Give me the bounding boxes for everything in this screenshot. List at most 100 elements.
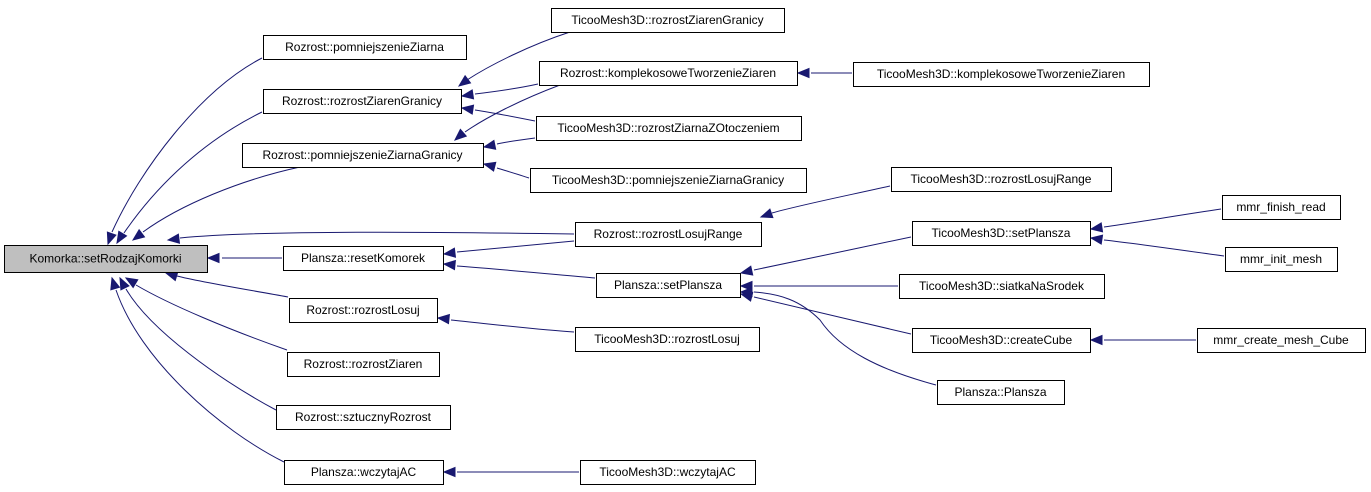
edge-f3-to-r5: [1089, 334, 1196, 346]
nodes-layer: Komorka::setRodzajKomorki Rozrost::pomnie…: [4, 8, 1366, 485]
edge-n4-to-root: [206, 252, 282, 264]
graph-node[interactable]: TicooMesh3D::setPlansza: [912, 221, 1091, 246]
node-label: Komorka::setRodzajKomorki: [29, 252, 181, 266]
node-box: [899, 274, 1105, 299]
graph-node[interactable]: TicooMesh3D::pomniejszenieZiarnaGranicy: [530, 168, 807, 193]
node-label: Rozrost::komplekosoweTworzenieZiaren: [560, 66, 776, 80]
graph-node[interactable]: Rozrost::pomniejszenieZiarna: [263, 35, 467, 60]
edge-r2-to-m5: [759, 185, 891, 219]
node-box: [4, 245, 208, 273]
edge-n2-to-root: [116, 111, 263, 245]
graph-node[interactable]: TicooMesh3D::rozrostLosuj: [575, 327, 760, 352]
node-box: [551, 8, 785, 33]
graph-node[interactable]: Rozrost::rozrostLosuj: [289, 298, 438, 323]
edge-line: [179, 231, 575, 239]
arrowhead-icon: [460, 89, 475, 100]
graph-node[interactable]: TicooMesh3D::komplekosoweTworzenieZiaren: [853, 62, 1150, 87]
edge-line: [1103, 239, 1225, 257]
edge-m5-to-root: [166, 231, 575, 244]
edge-n1-to-root: [106, 57, 263, 246]
node-label: TicooMesh3D::createCube: [930, 333, 1073, 347]
arrowhead-icon: [164, 271, 179, 282]
edge-m6-to-n4: [442, 259, 596, 279]
graph-node[interactable]: Plansza::Plansza: [937, 380, 1065, 405]
arrowhead-icon: [454, 128, 468, 141]
arrowhead-icon: [739, 265, 754, 276]
node-box: [276, 405, 451, 430]
root-node[interactable]: Komorka::setRodzajKomorki: [4, 245, 208, 273]
edge-line: [464, 84, 561, 133]
node-box: [283, 246, 444, 271]
node-box: [242, 143, 484, 168]
node-box: [1222, 195, 1341, 220]
node-label: Rozrost::rozrostLosujRange: [594, 227, 743, 241]
arrowhead-icon: [442, 466, 456, 478]
node-box: [263, 89, 462, 114]
graph-node[interactable]: TicooMesh3D::rozrostZiarenGranicy: [551, 8, 785, 33]
edge-n5-to-root: [164, 271, 289, 298]
graph-node[interactable]: TicooMesh3D::rozrostZiarnaZOtoczeniem: [536, 116, 802, 141]
graph-node[interactable]: Rozrost::komplekosoweTworzenieZiaren: [539, 61, 798, 86]
edge-line: [771, 185, 891, 214]
node-box: [536, 116, 802, 141]
edge-line: [474, 109, 536, 122]
arrowhead-icon: [124, 277, 139, 289]
edge-line: [466, 31, 571, 81]
arrowhead-icon: [436, 313, 450, 325]
edge-line: [142, 166, 301, 233]
edge-m3-to-n3: [482, 137, 536, 150]
edge-line: [496, 137, 536, 145]
edge-n7-to-root: [119, 276, 277, 411]
node-label: TicooMesh3D::rozrostLosuj: [594, 332, 740, 346]
arrowhead-icon: [119, 276, 130, 291]
graph-node[interactable]: TicooMesh3D::createCube: [912, 328, 1091, 353]
graph-node[interactable]: Rozrost::rozrostZiaren: [287, 352, 440, 377]
edge-m3-to-n2: [460, 104, 536, 122]
node-box: [530, 168, 807, 193]
graph-node[interactable]: Plansza::wczytajAC: [284, 460, 444, 485]
graph-node[interactable]: TicooMesh3D::rozrostLosujRange: [891, 167, 1112, 192]
graph-node[interactable]: mmr_finish_read: [1222, 195, 1341, 220]
edge-m1-to-n2: [457, 31, 571, 87]
arrowhead-icon: [1089, 234, 1104, 245]
graph-node[interactable]: Rozrost::rozrostLosujRange: [575, 222, 762, 247]
edge-line: [456, 240, 575, 253]
node-label: mmr_create_mesh_Cube: [1213, 333, 1349, 347]
edge-m5-to-n4: [442, 240, 575, 258]
edge-line: [111, 57, 263, 233]
node-box: [539, 61, 798, 86]
edge-n8-to-root: [110, 276, 285, 463]
node-label: Rozrost::rozrostLosuj: [306, 303, 419, 317]
edge-line: [1103, 208, 1222, 228]
edge-r3-to-m6: [739, 236, 912, 276]
graph-node[interactable]: Plansza::resetKomorek: [283, 246, 444, 271]
edge-line: [753, 291, 937, 386]
node-label: TicooMesh3D::rozrostZiarnaZOtoczeniem: [557, 121, 779, 135]
node-label: Plansza::wczytajAC: [311, 465, 417, 479]
graph-node[interactable]: mmr_init_mesh: [1225, 247, 1338, 272]
graph-node[interactable]: mmr_create_mesh_Cube: [1197, 328, 1366, 353]
node-label: Rozrost::rozrostZiarenGranicy: [282, 94, 442, 108]
arrowhead-icon: [442, 247, 457, 258]
node-box: [263, 35, 467, 60]
edge-line: [450, 319, 575, 333]
arrowhead-icon: [166, 233, 181, 244]
node-label: TicooMesh3D::rozrostZiarenGranicy: [571, 13, 763, 27]
edge-r6-to-m6: [739, 286, 937, 386]
graph-node[interactable]: Plansza::setPlansza: [596, 273, 741, 298]
edge-n6-to-root: [124, 277, 288, 351]
arrowhead-icon: [442, 259, 456, 271]
node-box: [853, 62, 1150, 87]
arrowhead-icon: [482, 161, 497, 172]
node-box: [596, 273, 741, 298]
graph-node[interactable]: Rozrost::pomniejszenieZiarnaGranicy: [242, 143, 484, 168]
graph-node[interactable]: Rozrost::sztucznyRozrost: [276, 405, 451, 430]
arrowhead-icon: [110, 276, 121, 291]
arrowhead-icon: [759, 208, 774, 219]
edge-line: [496, 167, 530, 179]
graph-node[interactable]: Rozrost::rozrostZiarenGranicy: [263, 89, 462, 114]
graph-node[interactable]: TicooMesh3D::siatkaNaSrodek: [899, 274, 1105, 299]
edge-line: [125, 288, 277, 411]
graph-node[interactable]: TicooMesh3D::wczytajAC: [580, 460, 756, 485]
